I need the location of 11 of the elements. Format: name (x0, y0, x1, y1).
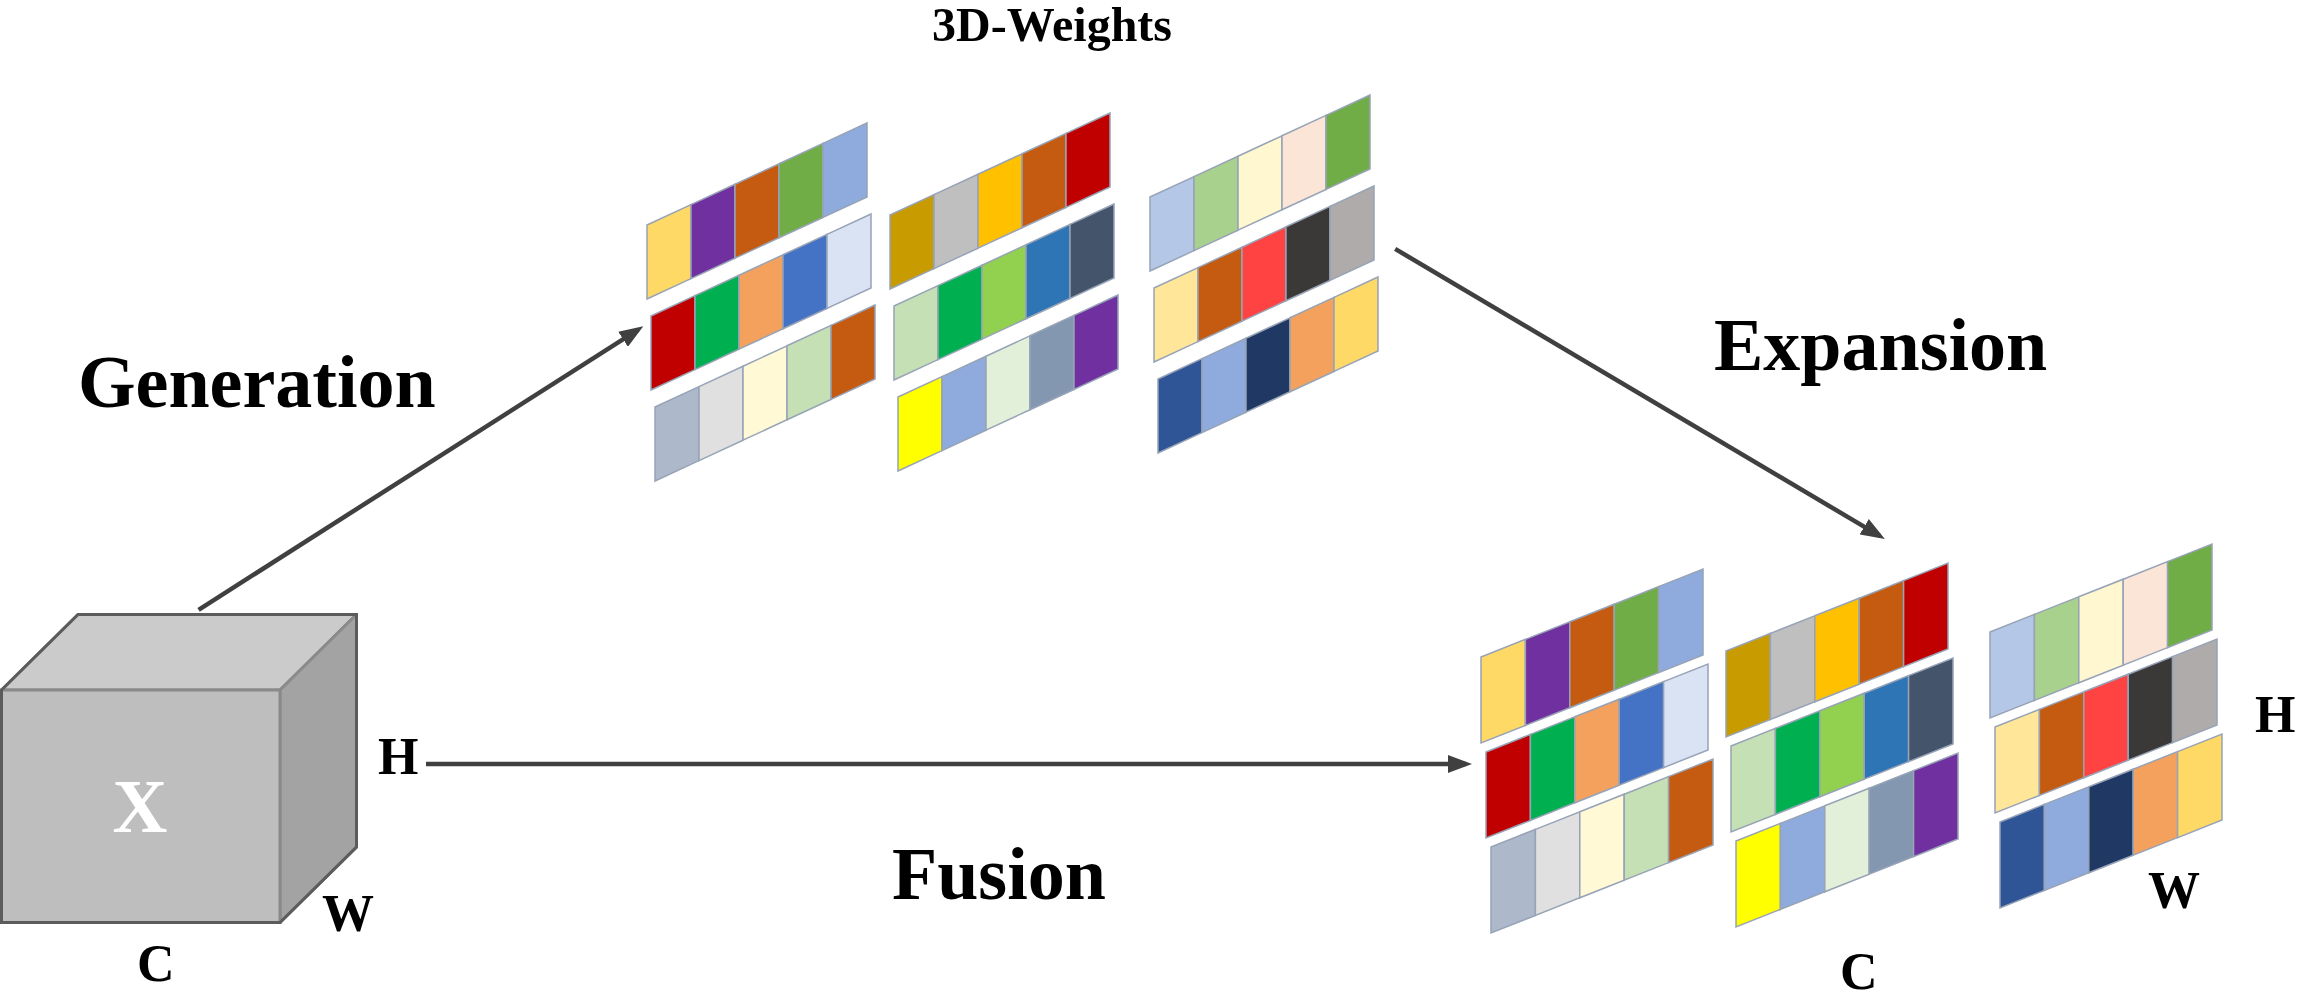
arrow (197, 326, 644, 612)
group-title: 3D-Weights (932, 0, 1172, 51)
dimension-label: C (137, 941, 175, 988)
dimension-label: C (1840, 949, 1878, 996)
dimension-label: H (378, 734, 419, 781)
dimension-label: H (2255, 692, 2296, 739)
dimension-label: W (2148, 868, 2200, 915)
cube-label: X (112, 772, 168, 841)
arrow (1394, 246, 1885, 539)
dimension-label: W (322, 891, 374, 938)
arrow (426, 755, 1472, 773)
